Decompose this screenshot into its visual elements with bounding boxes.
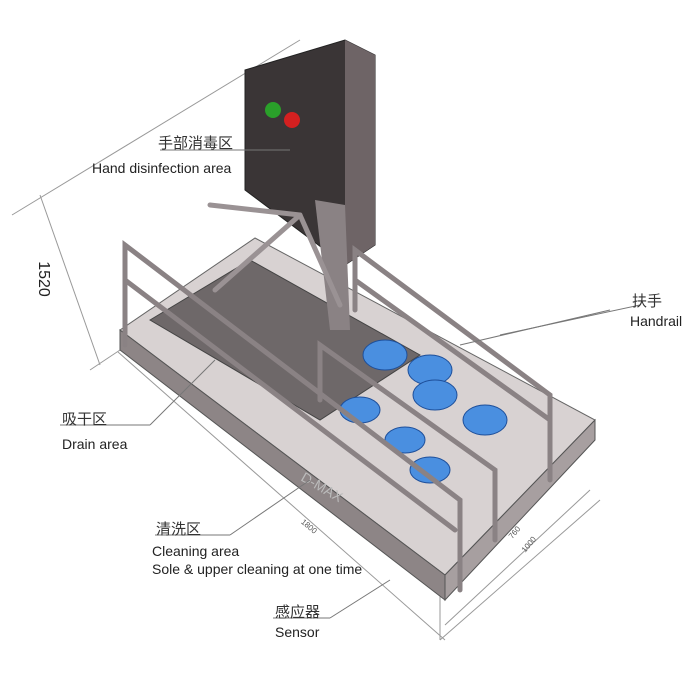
cleaning-label-zh: 清洗区	[156, 520, 202, 538]
drain-label-zh: 吸干区	[62, 410, 108, 428]
cleaning-label-en: Cleaning area	[152, 543, 240, 559]
brushes	[339, 339, 508, 484]
red-cross-icon	[284, 112, 300, 128]
drain-label-en: Drain area	[62, 436, 128, 452]
dimension-height: 1520	[34, 261, 52, 297]
base-side	[444, 418, 596, 602]
turnstile-arms	[207, 202, 343, 308]
hand-area-label-en: Hand disinfection area	[92, 160, 232, 176]
handrail-label-zh: 扶手	[632, 292, 663, 310]
cleaning-label-desc: Sole & upper cleaning at one time	[152, 561, 363, 577]
sensor-label-en: Sensor	[275, 624, 320, 640]
cabinet-side	[345, 40, 375, 265]
cabinet-post	[315, 200, 350, 330]
handrails	[122, 239, 553, 593]
hand-area-label-zh: 手部消毒区	[158, 134, 234, 152]
handrail-label-en: Handrail	[630, 313, 683, 329]
sensor-label-zh: 感应器	[275, 603, 321, 621]
leader-lines	[60, 149, 641, 619]
green-check-icon	[265, 102, 281, 118]
